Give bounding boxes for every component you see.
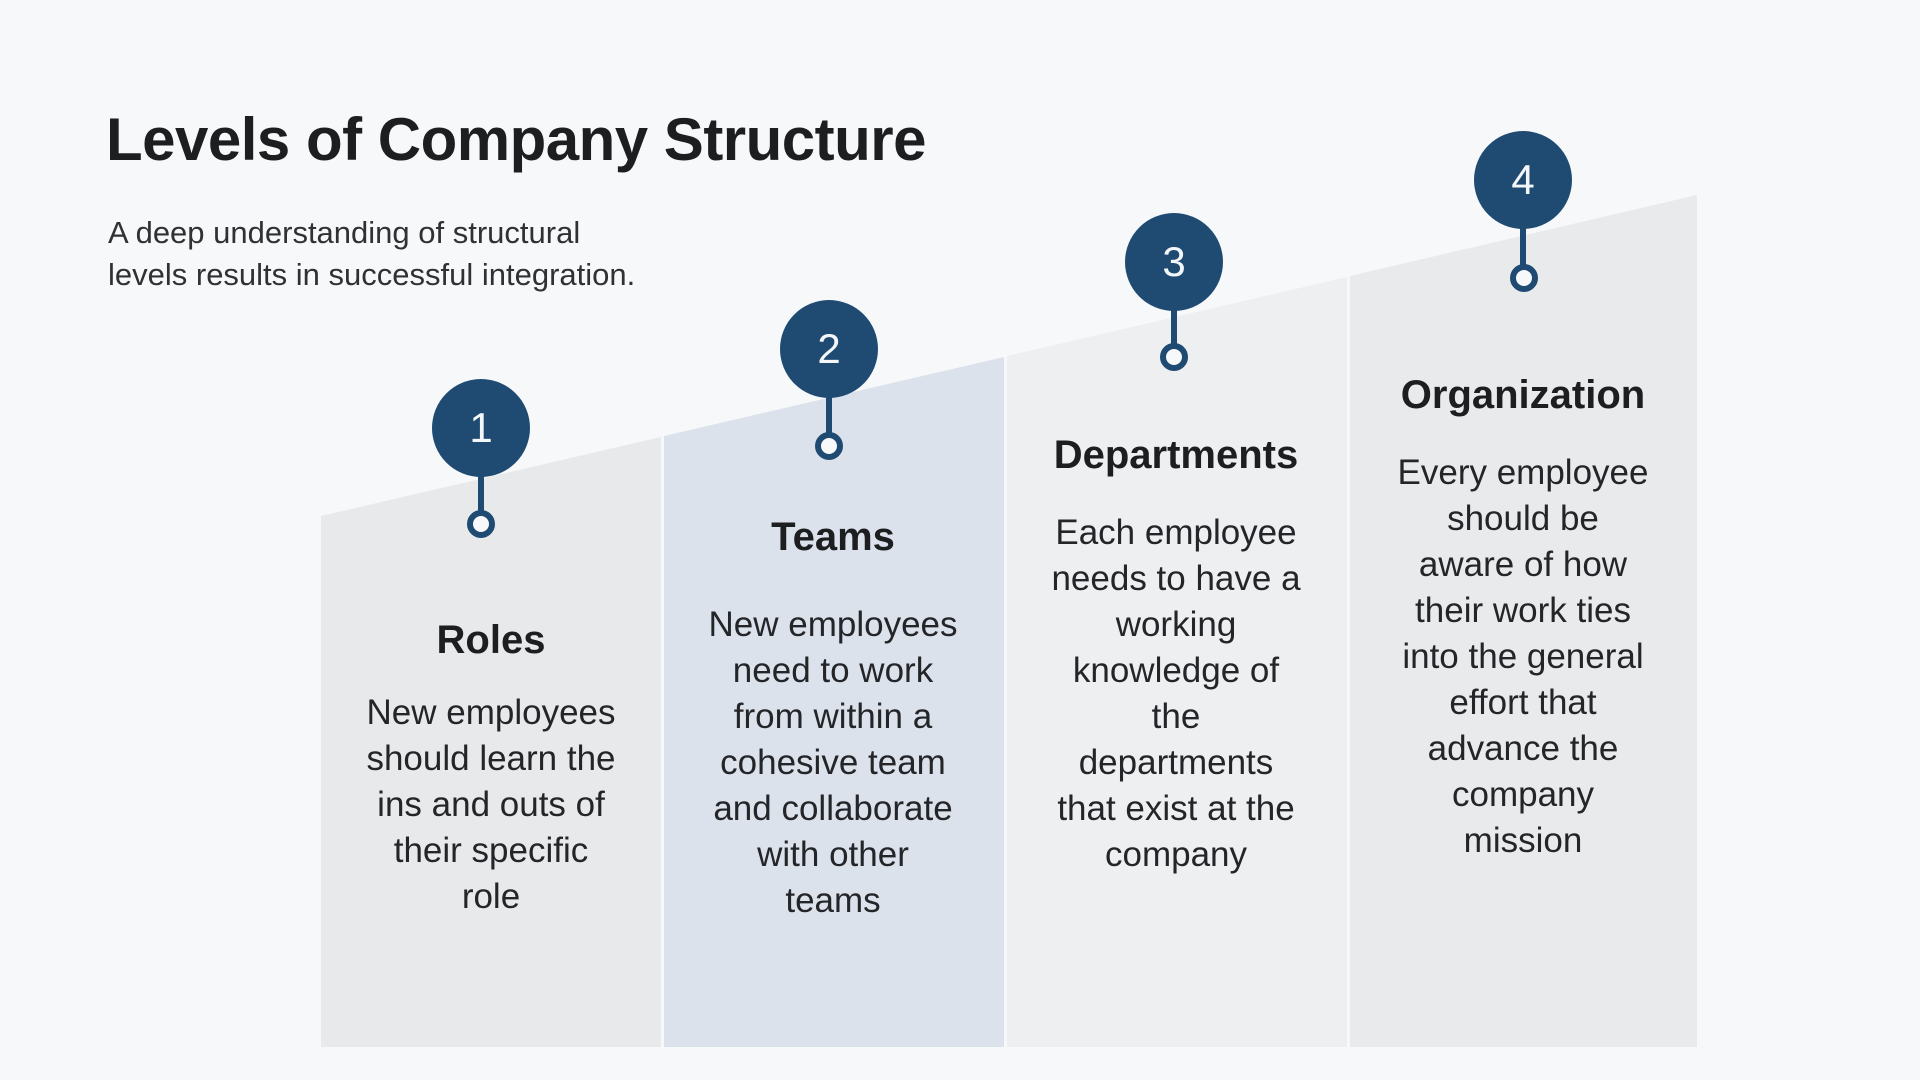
marker-stem-4 (1520, 180, 1526, 278)
page-subtitle: A deep understanding of structural level… (108, 215, 636, 292)
step-number-bubble-1: 1 (432, 379, 530, 477)
step-number-1: 1 (469, 404, 493, 451)
step-number-4: 4 (1511, 156, 1535, 203)
step-title-organization: Organization (1400, 373, 1646, 417)
step-title-roles: Roles (436, 618, 546, 662)
marker-ring-4 (1510, 264, 1538, 292)
step-title-departments: Departments (1053, 433, 1299, 477)
step-number-3: 3 (1162, 238, 1186, 285)
marker-ring-3 (1160, 343, 1188, 371)
marker-ring-1 (467, 510, 495, 538)
marker-ring-2 (815, 432, 843, 460)
step-description-organization: Every employee should be aware of how th… (1397, 453, 1649, 860)
step-description-departments: Each employee needs to have a working kn… (1051, 513, 1301, 874)
step-number-2: 2 (817, 325, 841, 372)
column-shape-3 (1007, 277, 1347, 1047)
step-content-teams: Teams New employees need to work from wi… (653, 513, 1013, 924)
step-number-bubble-3: 3 (1125, 213, 1223, 311)
step-number-bubble-4: 4 (1474, 131, 1572, 229)
column-shape-4 (1350, 195, 1697, 1047)
step-content-organization: Organization Every employee should be aw… (1337, 371, 1709, 864)
step-content-roles: Roles New employees should learn the ins… (311, 616, 671, 920)
page-title: Levels of Company Structure (106, 106, 927, 173)
column-shape-2 (664, 357, 1004, 1047)
step-content-departments: Departments Each employee needs to have … (996, 431, 1356, 878)
step-title-teams: Teams (771, 515, 895, 559)
column-shape-1 (321, 437, 661, 1047)
step-number-bubble-2: 2 (780, 300, 878, 398)
step-description-teams: New employees need to work from within a… (708, 605, 958, 920)
step-description-roles: New employees should learn the ins and o… (366, 693, 616, 916)
